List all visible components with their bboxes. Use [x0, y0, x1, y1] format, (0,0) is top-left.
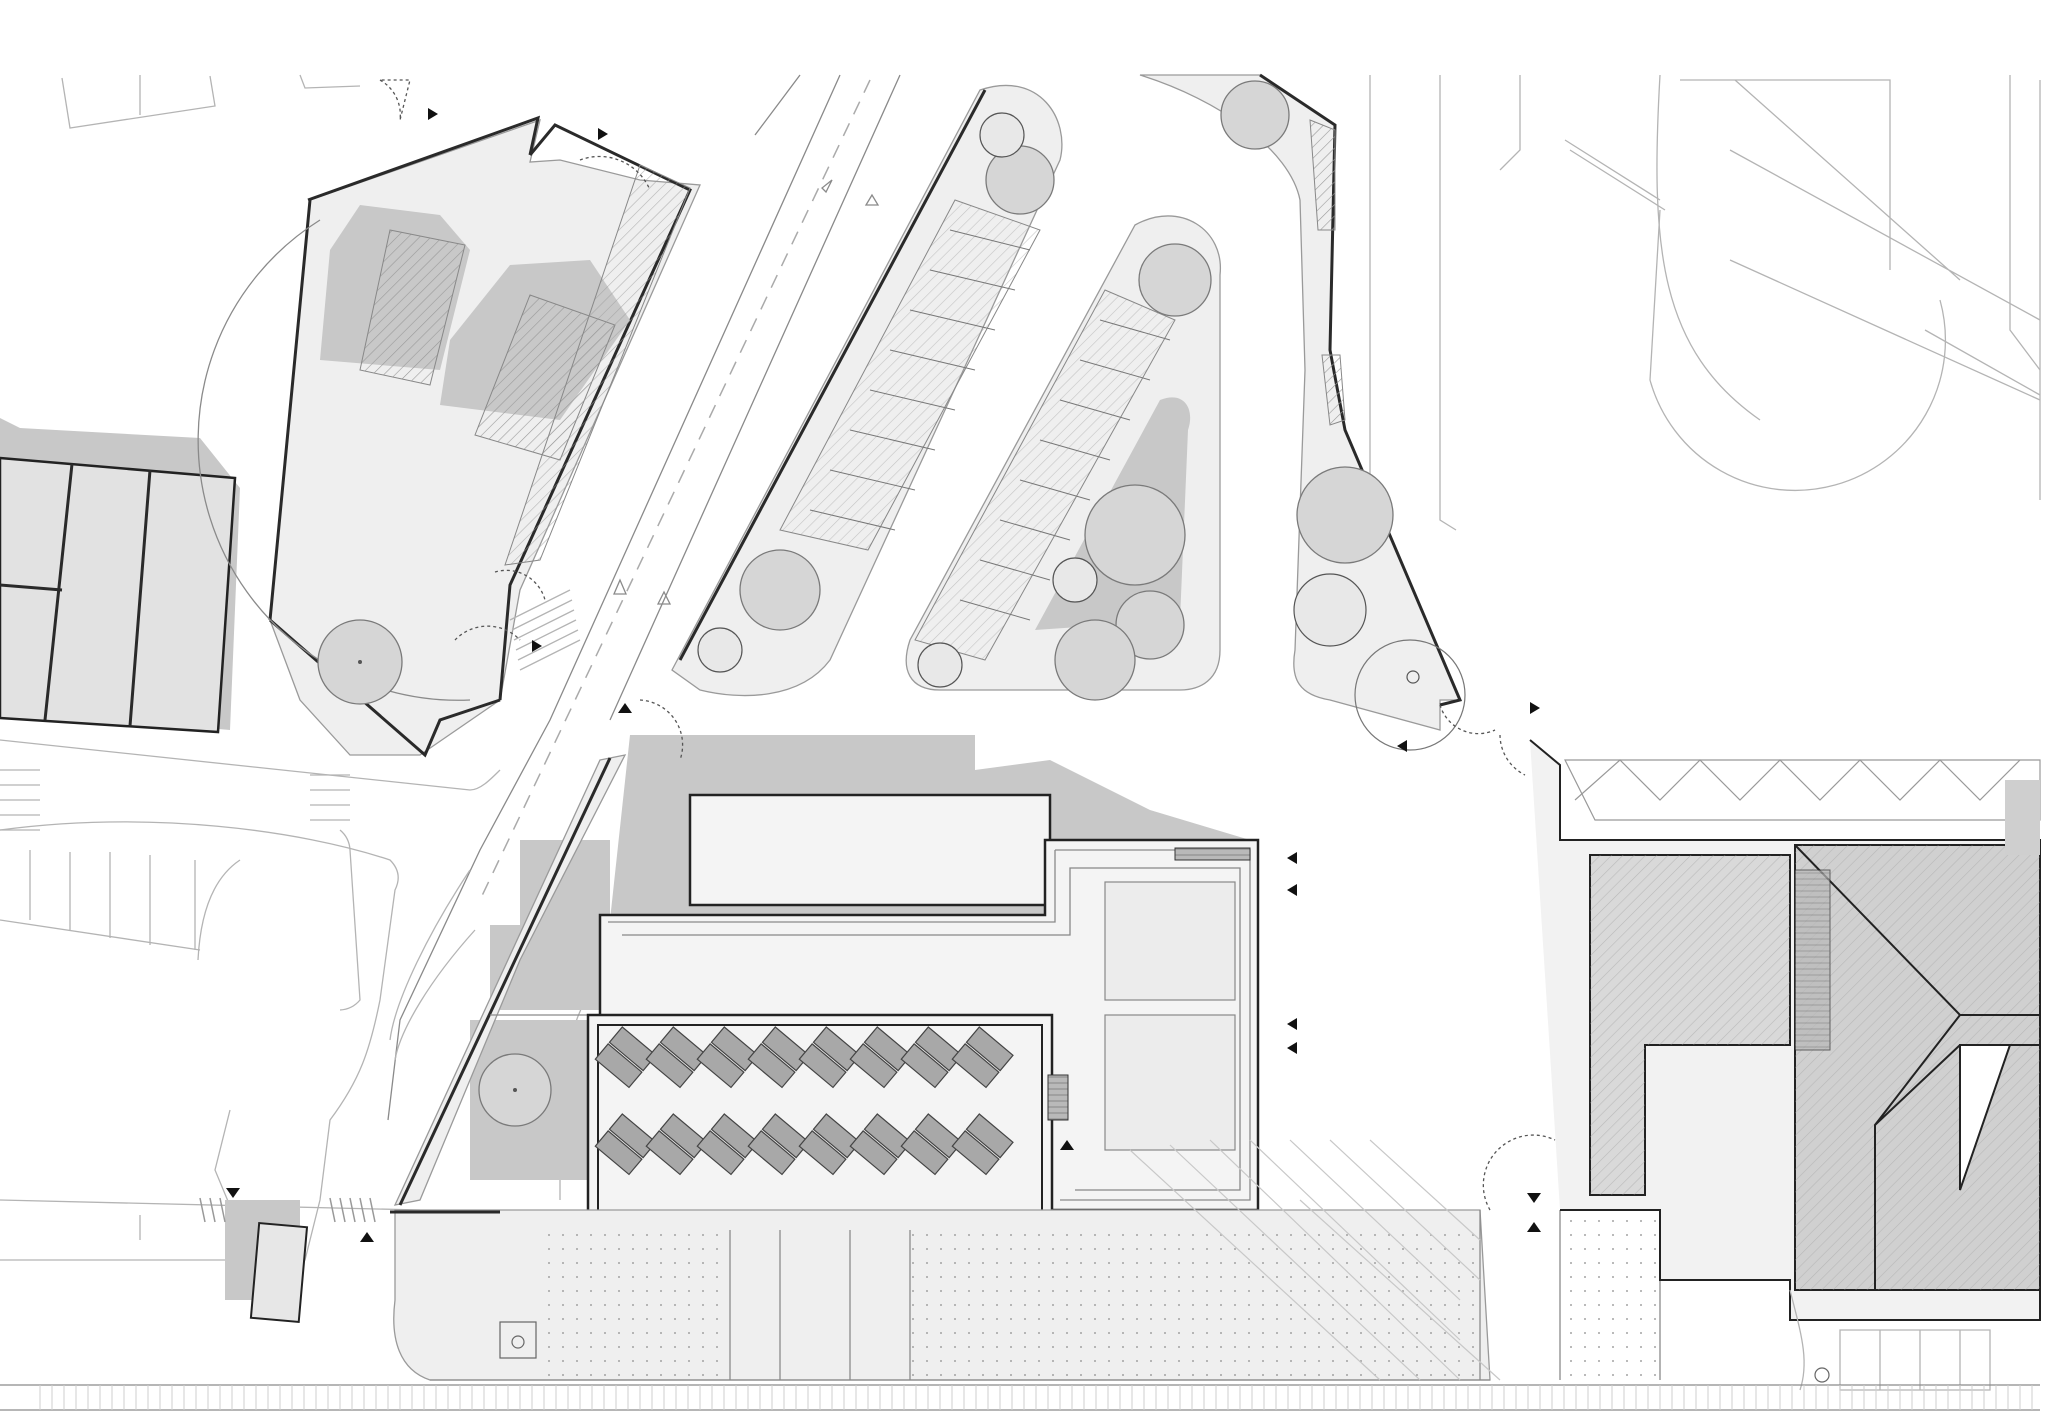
median-north-2 [905, 215, 1221, 701]
entrance-arrow-icon [1397, 740, 1407, 752]
entrance-arrow-icon [1530, 702, 1540, 714]
tree-icon [1054, 619, 1136, 701]
plaza-northeast [1139, 73, 1466, 751]
palm-tree-icon [979, 112, 1025, 158]
tree-icon [1084, 484, 1186, 586]
neighbour-outlines-north [61, 74, 361, 129]
solar-panel-icon [696, 1113, 759, 1176]
solar-panel-icon [747, 1026, 810, 1089]
solar-panel-icon [798, 1026, 861, 1089]
solar-panel-icon [900, 1113, 963, 1176]
palm-tree-icon [917, 642, 963, 688]
west-plaza [197, 115, 701, 758]
entrance-arrow-icon [1287, 852, 1297, 864]
solar-panel-icon [951, 1113, 1014, 1176]
palm-tree-icon [697, 627, 743, 673]
solar-panel-icon [798, 1113, 861, 1176]
palm-tree-icon [1052, 557, 1098, 603]
fence-ticks [39, 1385, 2033, 1410]
palm-tree-icon [1293, 573, 1367, 647]
south-boundary [0, 1384, 2040, 1411]
road-arrow-marks [613, 179, 880, 605]
solar-panel-icon [849, 1026, 912, 1089]
door-swings [377, 79, 1556, 1211]
entrance-arrow-icon [1287, 1042, 1297, 1054]
solar-panel-icon [747, 1113, 810, 1176]
tree-icon [739, 549, 821, 631]
entrance-arrow-icon [1287, 1018, 1297, 1030]
entrance-arrow-icon [360, 1232, 374, 1242]
solar-panel-icon [645, 1113, 708, 1176]
crosswalk-road-west [509, 589, 581, 671]
solar-panel-icon [900, 1026, 963, 1089]
entrance-arrow-icon [618, 703, 632, 713]
entrance-arrows [226, 108, 1541, 1242]
solar-panel-icon [594, 1113, 657, 1176]
neighbour-building-west [0, 418, 240, 734]
tree-icon [1138, 243, 1212, 317]
solar-panel-icon [696, 1026, 759, 1089]
median-north-1 [671, 84, 1063, 697]
bench-icon [499, 1321, 537, 1359]
tree-icon [1220, 80, 1290, 150]
entrance-arrow-icon [428, 108, 438, 120]
neighbour-buildings-east [1529, 739, 2041, 1391]
entrance-arrow-icon [1060, 1140, 1074, 1150]
solar-panel-icon [951, 1026, 1014, 1089]
solar-panel-icon [645, 1026, 708, 1089]
south-terraces [393, 1139, 1661, 1381]
diagonal-paving-lines [1129, 1139, 1501, 1381]
solar-panel-icon [849, 1113, 912, 1176]
crosswalk-south [199, 1197, 376, 1223]
kiosk-southwest [225, 1200, 309, 1323]
entrance-arrow-icon [532, 640, 542, 652]
entrance-arrow-icon [1527, 1193, 1541, 1203]
entrance-arrow-icon [226, 1188, 240, 1198]
entrance-arrow-icon [1287, 884, 1297, 896]
entrance-arrow-icon [598, 128, 608, 140]
diagonal-fence [393, 754, 627, 1206]
entrance-arrow-icon [1527, 1222, 1541, 1232]
parking-west [0, 821, 421, 1261]
tree-icon [1115, 590, 1185, 660]
crosswalk-west [0, 769, 350, 831]
solar-panel-icon [594, 1026, 657, 1089]
road-linework-northeast [1369, 74, 2041, 531]
solar-panel-array [594, 1026, 1014, 1176]
tree-icon [1296, 466, 1394, 564]
crosswalk-northeast [1564, 139, 2041, 396]
